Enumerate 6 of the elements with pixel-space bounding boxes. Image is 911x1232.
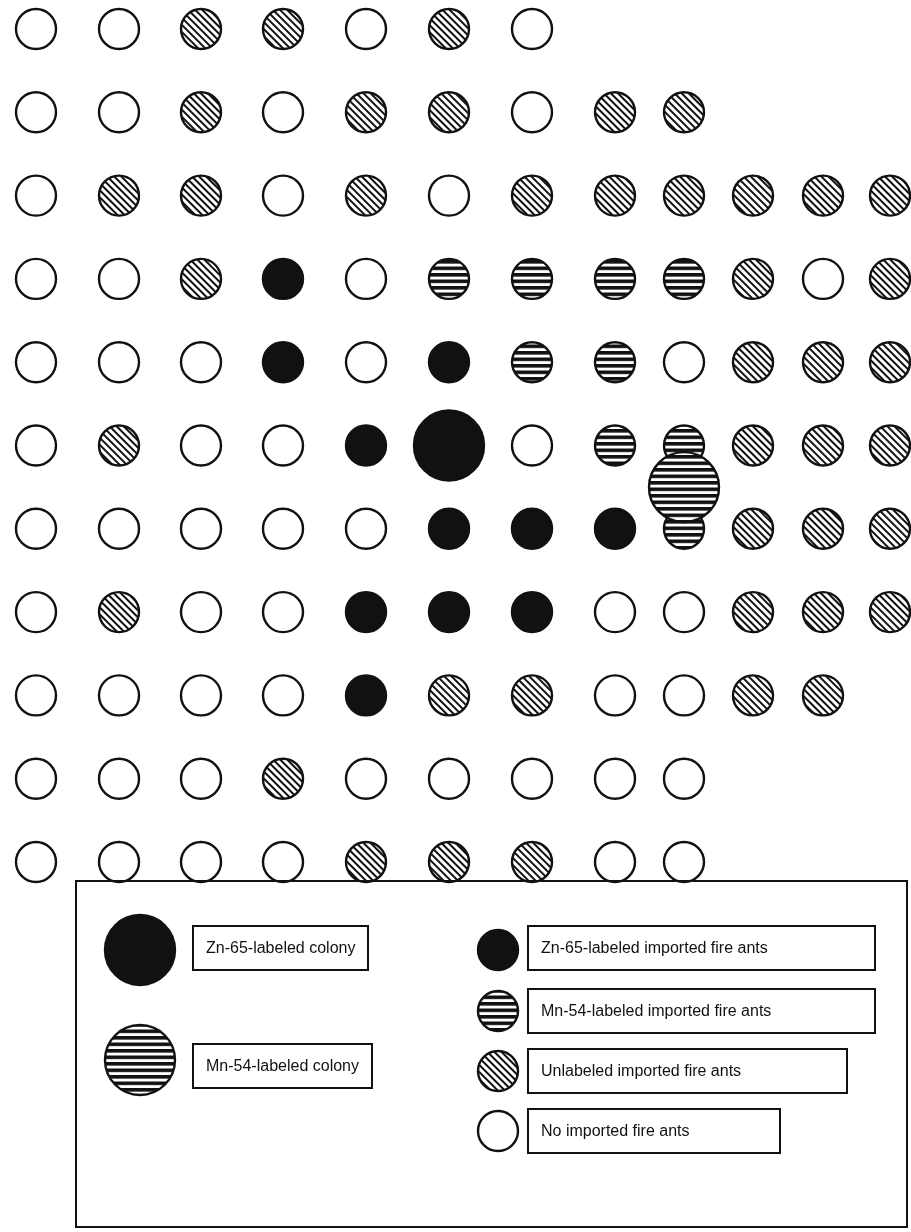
legend-label: Mn-54-labeled colony bbox=[192, 1043, 373, 1089]
legend-label: No imported fire ants bbox=[527, 1108, 781, 1154]
legend-label: Zn-65-labeled imported fire ants bbox=[527, 925, 876, 971]
legend-label: Unlabeled imported fire ants bbox=[527, 1048, 848, 1094]
legend-label: Mn-54-labeled imported fire ants bbox=[527, 988, 876, 1034]
legend-label: Zn-65-labeled colony bbox=[192, 925, 370, 971]
